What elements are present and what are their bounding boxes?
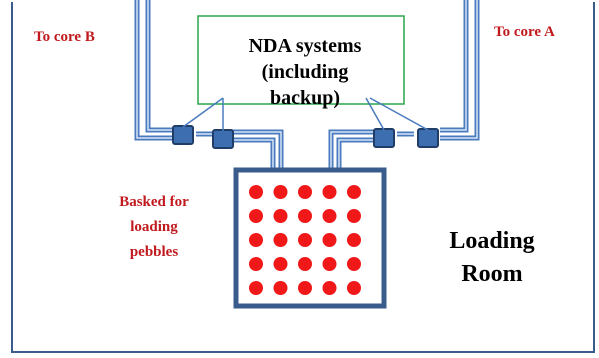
pebble	[249, 281, 263, 295]
valve-right-2	[417, 128, 439, 148]
basket-label-line1: Basked for	[119, 194, 189, 210]
loading-room-title-line2: Room	[461, 261, 522, 287]
pebble	[322, 281, 337, 295]
basket-label-line2: loading	[130, 219, 178, 235]
pebble	[273, 209, 288, 223]
pebble	[249, 257, 263, 271]
pipe-left	[134, 0, 284, 168]
nda-title-line1: NDA systems	[249, 35, 362, 57]
pebble	[322, 233, 337, 247]
pebble	[347, 281, 361, 295]
nda-systems-box	[197, 15, 405, 105]
pebble	[249, 233, 263, 247]
nda-title-line2: (including	[262, 61, 349, 83]
valve-left-1	[172, 125, 194, 145]
pebble	[298, 185, 312, 199]
basket-label-line3: pebbles	[130, 244, 179, 260]
pebble	[273, 257, 288, 271]
loading-room-title-line1: Loading	[449, 228, 534, 254]
pebble	[322, 257, 337, 271]
pebble	[322, 209, 337, 223]
pebble	[322, 185, 337, 199]
pebble	[298, 233, 312, 247]
pebble	[273, 233, 288, 247]
room-wall	[11, 2, 595, 353]
pebble	[249, 209, 263, 223]
pebble	[347, 233, 361, 247]
pebble	[347, 209, 361, 223]
pebble	[347, 257, 361, 271]
nda-title-line3: backup)	[270, 87, 340, 109]
pebble	[298, 257, 312, 271]
pebble	[298, 209, 312, 223]
valve-right-1	[373, 128, 395, 148]
pebble	[347, 185, 361, 199]
pebble-grid	[249, 185, 361, 295]
valve-left-2	[212, 129, 234, 149]
nda-connectors	[182, 97, 429, 131]
pipe-right	[328, 0, 480, 168]
to-core-b-label: To core B	[34, 29, 95, 45]
pebble	[273, 185, 288, 199]
pebble	[249, 185, 263, 199]
pebble	[298, 281, 312, 295]
to-core-a-label: To core A	[494, 24, 555, 40]
pebble	[273, 281, 288, 295]
